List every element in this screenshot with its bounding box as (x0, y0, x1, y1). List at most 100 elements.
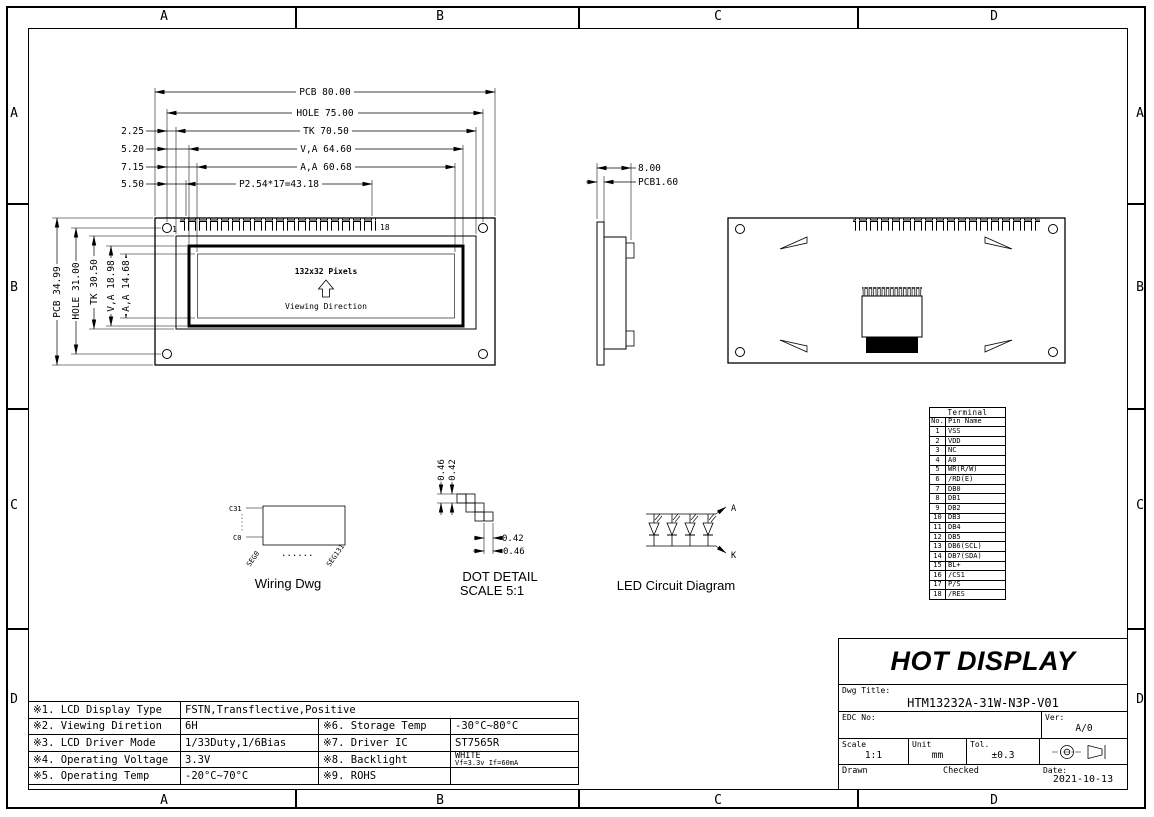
ver-label: Ver: (1045, 713, 1065, 722)
connector-pins (862, 287, 922, 296)
zone-label-left-a: A (10, 106, 18, 121)
spec-label: ※8. Backlight (318, 750, 451, 769)
scale-cell: Scale 1:1 (839, 739, 909, 764)
spec-value: FSTN,Transflective,Positive (179, 701, 580, 719)
company-name: HOT DISPLAY (839, 639, 1127, 685)
pin-name: WR(R/W) (945, 464, 1006, 476)
edc-label: EDC No: (842, 713, 876, 722)
spec-value: -30°C~80°C (449, 717, 580, 736)
dim-offset-tk-label: 2.25 (121, 126, 144, 137)
date-label: Date: (1043, 766, 1068, 775)
pin-number-first: 1 (172, 225, 177, 234)
title-block: HOT DISPLAY Dwg Title: HTM13232A-31W-N3P… (838, 638, 1128, 790)
pcb-outline (154, 217, 496, 366)
lcd-frame (175, 235, 477, 330)
spec-row: ※1. LCD Display Type FSTN,Transflective,… (28, 701, 580, 719)
pin-no: 11 (929, 522, 946, 533)
zone-label-right-b: B (1136, 280, 1144, 295)
dim-pcb-width-label: PCB 80.00 (299, 87, 351, 98)
pin-name: DB6(SCL) (945, 541, 1006, 552)
dim-dot-size-v-label: 0.42 (448, 459, 458, 481)
dim-hole-width-label: HOLE 75.00 (296, 108, 353, 119)
led-symbols (648, 513, 717, 546)
spec-label: ※9. ROHS (318, 767, 451, 785)
dim-aa-width-label: A,A 60.68 (300, 162, 352, 173)
scale-label: Scale (842, 740, 867, 749)
zone-tick (6, 203, 28, 205)
dim-aa-height-label: A,A 14.68 (121, 260, 132, 312)
dwg-title-cell: Dwg Title: HTM13232A-31W-N3P-V01 (839, 685, 1127, 712)
zone-label-bottom-a: A (160, 793, 168, 808)
pin-name: /RD(E) (945, 474, 1006, 485)
pin-no: 7 (929, 483, 946, 495)
checked-label: Checked (943, 766, 979, 776)
led-symbol (702, 513, 717, 546)
dim-thickness-label: 8.00 (638, 163, 661, 174)
backlight-type: WHITE (455, 751, 481, 762)
tol-label: Tol. (970, 740, 990, 749)
dim-hole-height-label: HOLE 31.00 (71, 262, 82, 319)
sheet-inner-border (28, 28, 1128, 790)
mounting-hole (478, 349, 488, 359)
connector-body (861, 295, 923, 338)
pin-name: DB5 (945, 531, 1006, 543)
spec-label: ※3. LCD Driver Mode (28, 734, 181, 752)
pin-no: 4 (929, 454, 946, 466)
spec-label: ※1. LCD Display Type (28, 701, 181, 719)
wiring-panel (262, 505, 346, 546)
zone-label-right-c: C (1136, 498, 1144, 513)
back-pin-header (853, 218, 1040, 231)
terminal-row: 6/RD(E) (929, 474, 1006, 485)
scale-value: 1:1 (864, 750, 883, 761)
dim-dot-size-h-label: 0.42 (502, 534, 524, 544)
front-view-dimension-labels: PCB 80.00 HOLE 75.00 TK 70.50 V,A 64.60 … (51, 86, 358, 321)
zone-tick (1128, 203, 1146, 205)
anode-label: A (731, 504, 736, 514)
pin-name: /RES (945, 589, 1006, 600)
spec-value: -20°C~70°C (180, 767, 319, 785)
spec-table: ※1. LCD Display Type FSTN,Transflective,… (28, 701, 580, 785)
scale-row: Scale 1:1 Unit mm Tol. ±0.3 (839, 739, 1127, 765)
front-view-part: 1 18 132x32 Pixels Viewing Direction (154, 217, 496, 366)
dim-pin-pitch-label: P2.54*17=43.18 (239, 179, 319, 190)
dwg-title-label: Dwg Title: (842, 686, 891, 695)
bezel-tab (625, 242, 635, 259)
display-window (187, 244, 465, 328)
pin-no: 13 (929, 541, 946, 552)
zone-label-bottom-c: C (714, 793, 722, 808)
zone-label-bottom-d: D (990, 793, 998, 808)
zone-label-right-d: D (1136, 692, 1144, 707)
backlight-spec: Vf=3.3v If=60mA (455, 759, 519, 768)
wiring-diagram: C31 C0 SEG0 ...... SEG131 Wiring Dwg (229, 505, 346, 591)
pin-no: 10 (929, 512, 946, 524)
cathode-label: K (731, 551, 737, 561)
pin-no: 6 (929, 474, 946, 485)
spec-row: ※3. LCD Driver Mode 1/33Duty,1/6Bias ※7.… (28, 734, 580, 752)
zone-label-bottom-b: B (436, 793, 444, 808)
projection-cell (1040, 739, 1126, 764)
back-view (727, 217, 1066, 364)
drawn-label: Drawn (842, 766, 868, 776)
side-view-part (596, 221, 635, 366)
spec-row: ※2. Viewing Diretion 6H ※6. Storage Temp… (28, 717, 580, 736)
mounting-hole (735, 224, 745, 234)
bezel-tab (625, 330, 635, 347)
zone-label-top-d: D (990, 9, 998, 24)
seg-last-label: SEG131 (325, 543, 346, 568)
pin-name: DB2 (945, 502, 1006, 514)
dim-pcb-height-label: PCB 34.99 (52, 266, 63, 318)
spec-value: 6H (180, 717, 319, 736)
pin-no: 12 (929, 531, 946, 543)
dim-dot-pitch-h-label: 0.46 (503, 547, 525, 557)
spec-value (449, 767, 580, 785)
dot-cells (456, 493, 494, 522)
dim-pcb-thickness-label: PCB1.60 (638, 177, 678, 188)
spec-value: 1/33Duty,1/6Bias (180, 734, 319, 752)
